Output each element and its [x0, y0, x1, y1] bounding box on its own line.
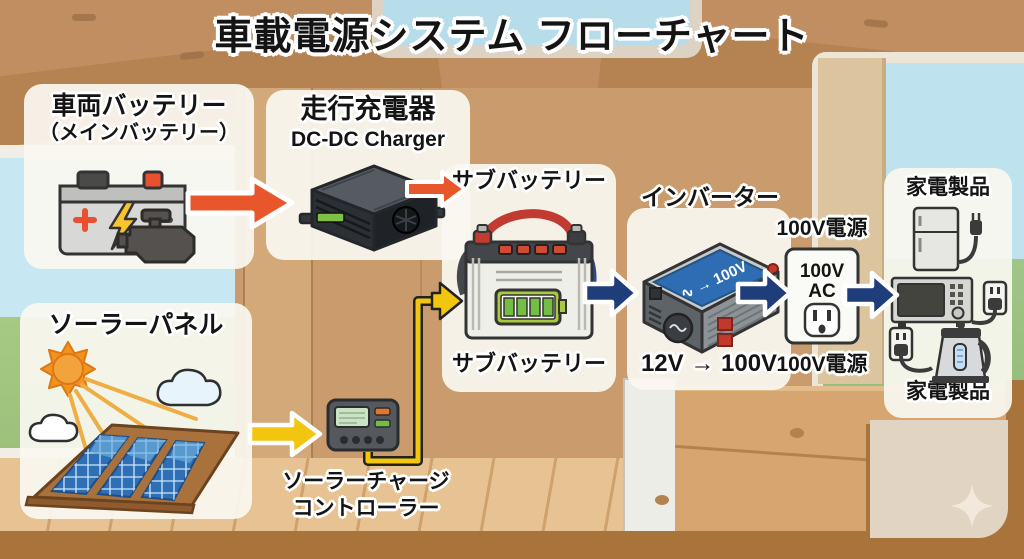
main-battery-label: 車両バッテリー — [51, 92, 227, 120]
sun-rays — [68, 377, 198, 465]
ac-outlet-icon: 100V AC — [784, 247, 860, 345]
electric-kettle-icon — [932, 321, 991, 383]
solar-panel-icon — [24, 341, 240, 515]
bg-drawer-knob — [655, 495, 669, 505]
appliances-label-bottom: 家電製品 — [906, 380, 990, 403]
main-battery-sublabel: （メインバッテリー） — [39, 122, 239, 144]
bg-drawer-knob — [790, 428, 804, 438]
car-battery-icon — [58, 170, 196, 264]
appliances-icons — [888, 206, 1008, 383]
solar-panel-label: ソーラーパネル — [48, 311, 224, 339]
inverter-caption: 12V → 100V — [640, 350, 778, 377]
outlet-label-top: 100V電源 — [776, 217, 868, 240]
engine-icon — [116, 208, 196, 264]
appliances-label-top: 家電製品 — [906, 176, 990, 199]
sub-battery-label-top: サブバッテリー — [451, 168, 606, 193]
outlet-plate-text-1: 100V — [800, 261, 845, 282]
cable-controller-to-subbattery — [363, 281, 464, 466]
bg-cabinet-handle — [300, 26, 324, 33]
arrow-battery-to-charger — [185, 176, 295, 230]
page-title: 車載電源システム フローチャート — [214, 16, 810, 58]
charge-controller-icon — [326, 398, 400, 452]
arrow-solar-to-controller — [247, 410, 323, 458]
bg-seat — [870, 420, 1008, 538]
cloud-icon — [156, 368, 222, 407]
arrow-inverter-to-outlet — [735, 268, 793, 318]
arrow-subbattery-to-inverter — [582, 268, 640, 318]
dcdc-charger-icon — [298, 164, 446, 252]
bg-skylight-glass — [384, 0, 690, 46]
bg-cabinet-handle — [72, 14, 96, 21]
microwave-icon — [890, 276, 974, 327]
charger-sublabel: DC-DC Charger — [290, 128, 445, 151]
inverter-label: インバーター — [641, 184, 779, 210]
sun-icon — [40, 341, 96, 397]
cloud-icon — [28, 413, 79, 443]
outlet-plate-text-2: AC — [808, 281, 836, 302]
arrow-charger-to-subbattery — [405, 170, 467, 208]
refrigerator-icon — [912, 206, 982, 272]
charge-controller-label-line2: コントローラー — [292, 497, 440, 520]
sparkle-icon — [950, 484, 994, 528]
sub-battery-label-bottom: サブバッテリー — [451, 351, 606, 376]
arrow-outlet-to-appliances — [842, 270, 900, 320]
bg-bottom-strip — [0, 531, 1024, 559]
bg-galley-door — [623, 378, 677, 559]
charger-label: 走行充電器 — [300, 94, 436, 124]
wall-plug-icon — [888, 326, 934, 373]
solar-array — [24, 423, 240, 515]
outlet-label-bottom: 100V電源 — [776, 353, 868, 376]
charge-controller-label-line1: ソーラーチャージ — [282, 470, 450, 493]
inverter-icon: ∿ → 100V — [642, 242, 780, 354]
wall-plug-icon — [971, 280, 1008, 325]
